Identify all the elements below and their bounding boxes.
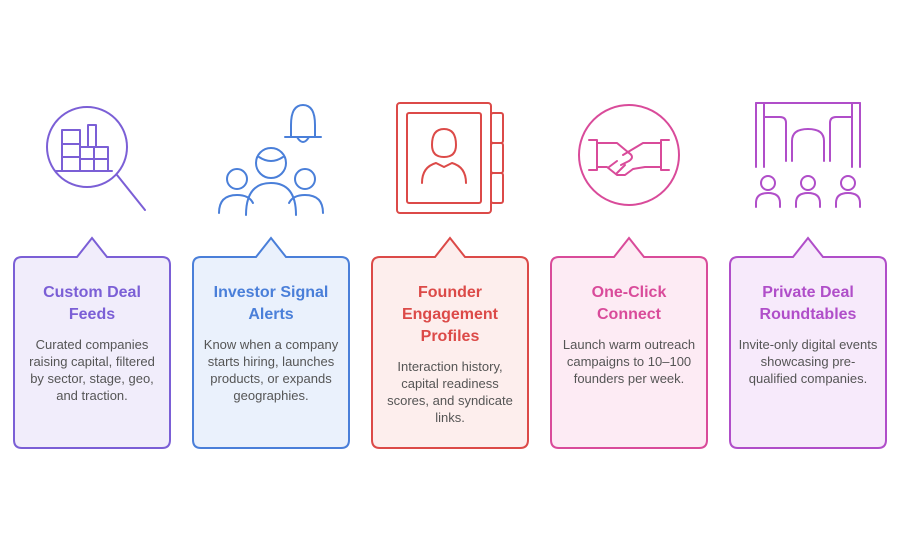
feature-description: Know when a company starts hiring, launc… [203, 337, 339, 403]
feature-description: Interaction history, capital readiness s… [387, 359, 513, 425]
feature-description: Curated companies raising capital, filte… [29, 337, 155, 403]
feature-card: Custom Deal Feeds Curated companies rais… [12, 230, 172, 450]
feature-card: One-Click Connect Launch warm outreach c… [549, 230, 709, 450]
feature-title: Custom Deal Feeds [43, 284, 141, 323]
handshake-icon [578, 104, 680, 206]
feature-column-investor-signal-alerts: Investor Signal Alerts Know when a compa… [191, 0, 351, 550]
feature-column-private-deal-roundtables: Private Deal Roundtables Invite-only dig… [728, 0, 888, 550]
feature-column-one-click-connect: One-Click Connect Launch warm outreach c… [549, 0, 709, 550]
feature-title: Investor Signal Alerts [213, 284, 329, 323]
feature-title: One-Click Connect [591, 284, 667, 323]
feature-description: Launch warm outreach campaigns to 10–100… [562, 337, 696, 386]
contact-book-icon [396, 102, 504, 214]
roundtable-people-icon [755, 102, 861, 208]
building-magnifier-icon [46, 106, 146, 211]
feature-card: Private Deal Roundtables Invite-only dig… [728, 230, 888, 450]
feature-title: Private Deal Roundtables [759, 284, 857, 323]
feature-description: Invite-only digital events showcasing pr… [738, 337, 878, 386]
feature-card: Investor Signal Alerts Know when a compa… [191, 230, 351, 450]
feature-column-founder-engagement-profiles: Founder Engagement Profiles Interaction … [370, 0, 530, 550]
feature-column-custom-deal-feeds: Custom Deal Feeds Curated companies rais… [12, 0, 172, 550]
feature-title: Founder Engagement Profiles [401, 284, 498, 345]
feature-card: Founder Engagement Profiles Interaction … [370, 230, 530, 450]
people-bell-icon [218, 104, 324, 216]
